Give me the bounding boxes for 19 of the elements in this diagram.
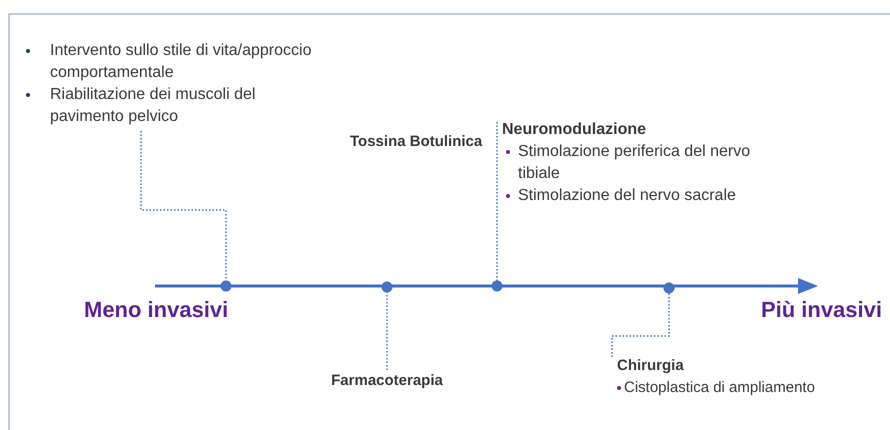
node-label: Tossina Botulinica (350, 133, 482, 150)
node-heading: Neuromodulazione (502, 120, 648, 140)
node-label: Farmacoterapia (331, 372, 443, 389)
timeline-dot (382, 282, 392, 292)
scale-label: Più invasivi (760, 296, 882, 324)
leader-line (386, 292, 388, 370)
bullet-text: Stimolazione periferica del nervo tibiale (518, 142, 752, 184)
node-heading: Chirurgia (617, 356, 685, 376)
bullet-text: Cistoplastica di ampliamento (624, 378, 815, 398)
bullet-text: Stimolazione del nervo sacrale (518, 186, 736, 206)
bullet-text: Intervento sullo stile di vita/approccio comportamentale (50, 41, 312, 83)
leader-line (611, 294, 670, 357)
timeline-dot (664, 282, 674, 294)
leader-line (496, 122, 498, 280)
leader-line (140, 131, 227, 280)
scale-label: Meno invasivi (84, 296, 228, 324)
bullet-text: Riabilitazione dei muscoli del pavimento pelvico (50, 85, 256, 127)
timeline-dot (492, 280, 502, 292)
timeline-dot (220, 280, 232, 292)
